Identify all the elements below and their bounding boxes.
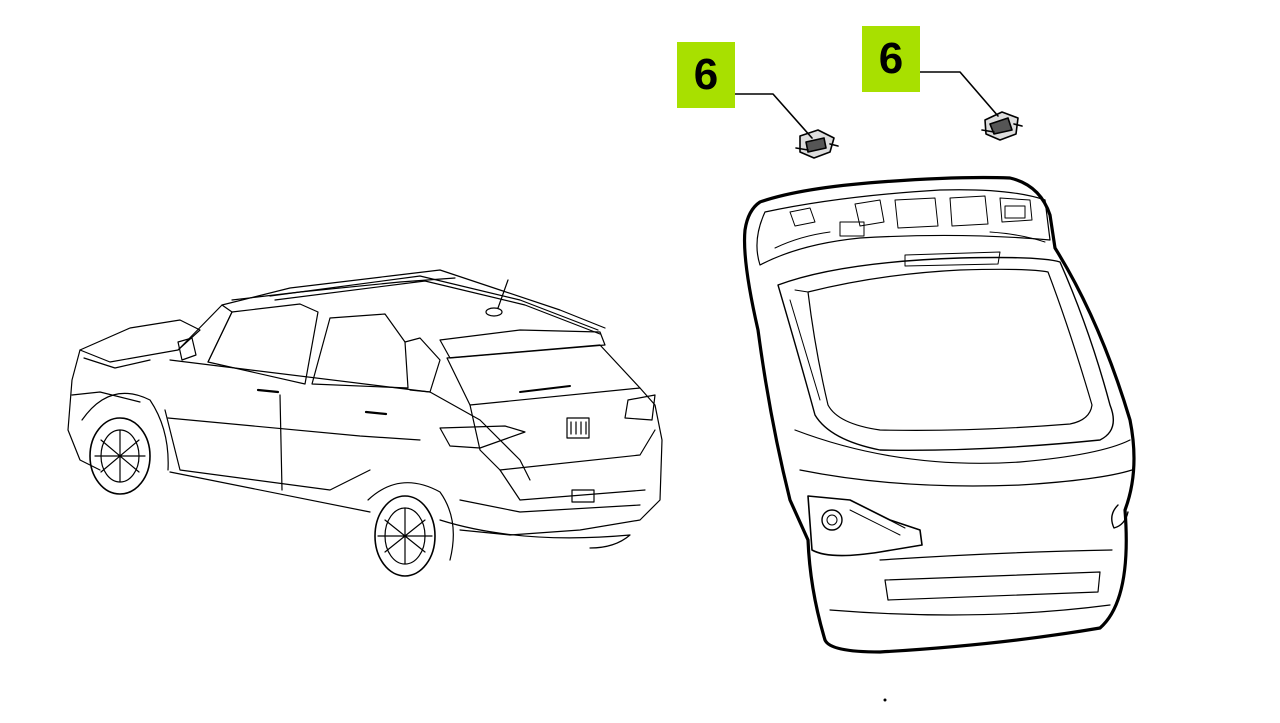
car-illustration	[67, 269, 663, 577]
callout-box-right	[862, 26, 920, 92]
callout-label-right: 6	[878, 34, 904, 83]
fastener-part-6-right	[981, 111, 1023, 141]
leader-lines	[734, 71, 999, 139]
leader-line-left	[734, 93, 813, 139]
callout-label-left: 6	[693, 50, 719, 99]
fastener-part-6-left	[795, 129, 839, 159]
callout-box-left	[677, 42, 735, 108]
tailgate-illustration	[742, 175, 1136, 702]
leader-line-right	[917, 71, 999, 117]
